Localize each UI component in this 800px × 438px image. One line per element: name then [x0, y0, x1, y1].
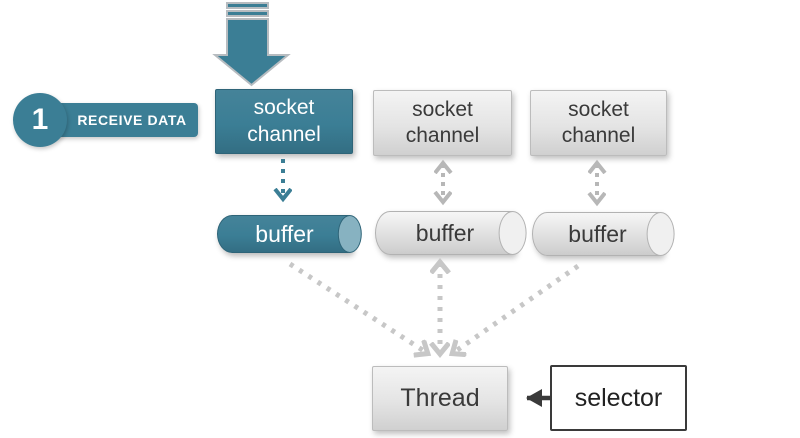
- thread-label: Thread: [400, 384, 480, 412]
- connector-buffer1-thread: [288, 261, 427, 353]
- socket-channel-box-2: socket channel: [373, 90, 512, 156]
- arrow-stripe: [226, 2, 269, 9]
- incoming-data-arrow-icon: [212, 2, 291, 87]
- selector-box: selector: [550, 365, 687, 431]
- socket-channel-label: socket channel: [405, 97, 480, 147]
- buffer-cylinder-1: buffer: [217, 215, 362, 253]
- cylinder-end-cap: [337, 215, 362, 253]
- socket-channel-box-3: socket channel: [530, 90, 667, 156]
- arrow-stripe: [226, 10, 269, 17]
- buffer-label: buffer: [255, 220, 314, 247]
- arrow-body: [212, 18, 291, 87]
- step-number-badge: 1: [13, 93, 67, 147]
- cylinder-end-cap: [498, 211, 527, 255]
- cylinder-end-cap: [646, 212, 675, 256]
- buffer-label: buffer: [568, 220, 627, 247]
- buffer-cylinder-3: buffer: [532, 212, 675, 256]
- buffer-cylinder-2: buffer: [375, 211, 527, 255]
- buffer-label: buffer: [415, 219, 475, 246]
- socket-channel-label: socket channel: [247, 96, 321, 146]
- selector-label: selector: [574, 383, 663, 412]
- thread-box: Thread: [372, 366, 508, 431]
- socket-channel-box-1: socket channel: [215, 89, 353, 154]
- step-number: 1: [31, 103, 49, 136]
- connector-buffer3-thread: [453, 263, 580, 353]
- step-label: RECEIVE DATA: [77, 112, 187, 128]
- socket-channel-label: socket channel: [561, 97, 636, 147]
